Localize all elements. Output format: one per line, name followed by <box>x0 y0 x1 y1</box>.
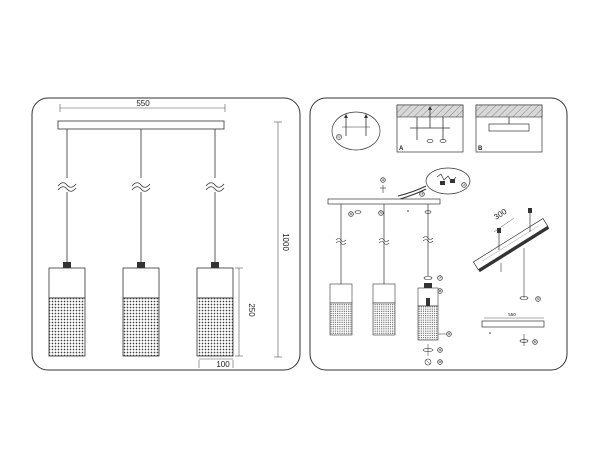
callout-9b: ⑨ <box>438 348 443 353</box>
rail-angle-dimension: 300 <box>492 207 509 222</box>
assembly-pendant-2 <box>372 204 396 336</box>
canopy-fasteners: ⑤ <box>354 210 432 216</box>
callout-1: ① <box>337 135 342 140</box>
mesh-shade <box>122 297 160 357</box>
pendant-2 <box>122 129 160 357</box>
shade-height-label: 250 <box>247 303 256 317</box>
callout-5: ⑤ <box>379 211 384 216</box>
assembly-pendant-1: ⑥ <box>329 204 354 336</box>
pendant-3 <box>196 129 234 357</box>
canopy-screw: ④ <box>380 177 386 193</box>
callout-9: ⑨ <box>447 332 452 337</box>
angled-rail-detail: 300 ⑤ <box>472 207 550 302</box>
straight-rail-detail: 550 ⑥ <box>481 312 545 346</box>
detail-panel-a: A <box>396 104 464 153</box>
left-panel-frame <box>31 97 301 371</box>
rail-top-dimension: 550 <box>508 312 516 317</box>
callout-7: ⑦ <box>438 276 443 281</box>
assembly-pendant-3-exploded: ⑦ ⑧ ⑨ ⑨ ⑩ <box>417 204 452 366</box>
shade-top <box>196 267 234 299</box>
width-dimension: 550 <box>59 99 226 112</box>
hardware-detail-circle: ① <box>331 111 381 151</box>
panel-b-label: B <box>478 146 483 152</box>
left-panel: 550 <box>31 97 301 371</box>
shade-width-label: 100 <box>216 360 230 369</box>
width-dimension-label: 550 <box>136 99 150 108</box>
bulb-icon <box>424 358 432 366</box>
height-dimension: 1000 <box>274 121 290 358</box>
right-panel-frame <box>309 97 568 371</box>
callout-8: ⑧ <box>438 289 443 294</box>
callout-6: ⑥ <box>349 212 354 217</box>
shade-top <box>122 267 160 299</box>
wiring-detail: ② ③ <box>397 167 471 200</box>
canopy-bar <box>57 120 225 130</box>
pendant-1 <box>48 129 86 357</box>
shade-width-dimension: 100 <box>198 358 234 369</box>
right-panel: ① A B ② <box>309 97 568 371</box>
callout-5b: ⑤ <box>536 297 541 302</box>
callout-4: ④ <box>381 178 386 183</box>
height-dimension-label: 1000 <box>281 233 290 251</box>
shade-top <box>48 267 86 299</box>
callout-2: ② <box>462 183 467 188</box>
mesh-shade <box>48 297 86 357</box>
assembly-canopy <box>327 198 441 205</box>
callout-10: ⑩ <box>438 360 443 365</box>
shade-height-dimension: 250 <box>235 267 256 357</box>
callout-6b: ⑥ <box>533 340 538 345</box>
callout-3: ③ <box>420 192 425 197</box>
panel-a-label: A <box>399 146 404 152</box>
detail-panel-b: B <box>475 104 543 153</box>
mesh-shade <box>196 297 234 357</box>
